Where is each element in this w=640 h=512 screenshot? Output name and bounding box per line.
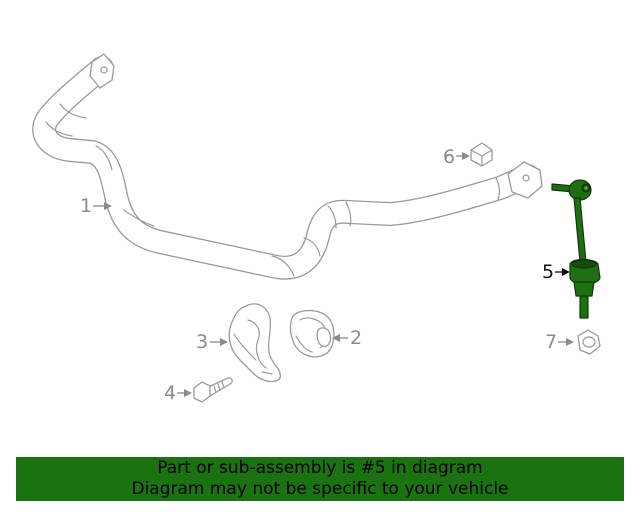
svg-text:1: 1 bbox=[80, 195, 92, 217]
bolt-part-4[interactable] bbox=[193, 377, 233, 403]
svg-text:7: 7 bbox=[545, 331, 557, 353]
nut-part-6[interactable] bbox=[470, 142, 493, 167]
banner-line-part: Part or sub-assembly is #5 in diagram bbox=[157, 458, 483, 478]
stabilizer-link-part-5[interactable] bbox=[551, 179, 601, 319]
part-info-banner: Part or sub-assembly is #5 in diagram Di… bbox=[16, 457, 624, 501]
bushing-part-2[interactable] bbox=[289, 309, 335, 358]
callout-4: 4 bbox=[164, 382, 192, 404]
bracket-part-3[interactable] bbox=[228, 303, 281, 383]
banner-line-disclaimer: Diagram may not be specific to your vehi… bbox=[131, 479, 509, 499]
callout-7: 7 bbox=[545, 331, 574, 353]
callout-2: 2 bbox=[332, 327, 362, 349]
nut-part-7[interactable] bbox=[577, 329, 601, 355]
callout-1: 1 bbox=[80, 195, 112, 217]
svg-text:2: 2 bbox=[350, 327, 362, 349]
callout-3: 3 bbox=[196, 331, 228, 353]
parts-diagram: 1 2 3 4 5 6 7 bbox=[32, 53, 601, 404]
callout-6: 6 bbox=[443, 146, 470, 168]
svg-text:4: 4 bbox=[164, 382, 176, 404]
svg-text:3: 3 bbox=[196, 331, 208, 353]
svg-text:5: 5 bbox=[542, 261, 554, 283]
callout-5: 5 bbox=[542, 261, 570, 283]
stabilizer-bar[interactable] bbox=[32, 53, 543, 280]
svg-text:6: 6 bbox=[443, 146, 455, 168]
